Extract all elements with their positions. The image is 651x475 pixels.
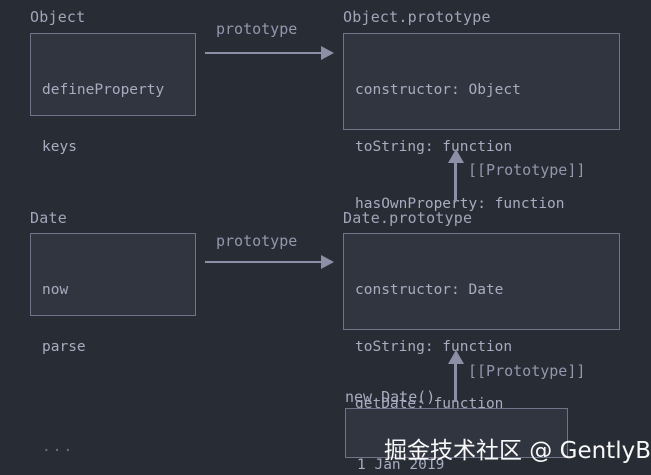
member-line: defineProperty <box>42 82 165 98</box>
date-constructor-label: Date <box>30 209 67 227</box>
watermark-text: 掘金技术社区 @ GentlyBeing <box>384 438 651 464</box>
date-constructor-members: now parse ... <box>42 243 191 475</box>
arrow-head <box>321 255 334 269</box>
ellipsis: ... <box>42 439 75 455</box>
spacer <box>42 195 191 200</box>
edge-label-object-prototype: prototype <box>216 20 298 38</box>
arrow-date-prototype-to-object-prototype <box>448 149 464 201</box>
object-prototype-box: constructor: Object toString: function h… <box>343 33 620 312</box>
member-line: 1 Jan 2019 <box>357 457 445 473</box>
object-constructor-box: defineProperty keys ... <box>30 33 196 255</box>
arrow-date-to-date-prototype <box>205 255 334 269</box>
arrow-date-instance-to-date-prototype <box>448 350 464 402</box>
edge-label-date-prototype-to-object-prototype: [[Prototype]] <box>468 161 586 179</box>
member-line: keys <box>42 139 77 155</box>
date-instance-members: 1 Jan 2019 <box>357 418 563 475</box>
member-line: constructor: Object <box>355 82 521 98</box>
arrow-head <box>448 149 464 163</box>
member-line: hasOwnProperty: function <box>355 196 565 212</box>
arrow-shaft <box>454 159 457 201</box>
date-instance-label: new Date() <box>345 388 436 406</box>
arrow-head <box>448 350 464 364</box>
member-line: constructor: Date <box>355 282 504 298</box>
member-line: toString: function <box>355 139 513 155</box>
spacer <box>42 395 191 400</box>
member-line: now <box>42 282 69 298</box>
arrow-shaft <box>205 52 322 54</box>
object-constructor-label: Object <box>30 8 86 26</box>
arrow-shaft <box>205 261 322 263</box>
arrow-object-to-object-prototype <box>205 46 334 60</box>
date-instance-box: 1 Jan 2019 <box>345 408 568 473</box>
date-prototype-box: constructor: Date toString: function get… <box>343 233 620 412</box>
edge-label-date-instance-to-date-prototype: [[Prototype]] <box>468 362 586 380</box>
date-constructor-box: now parse ... <box>30 233 196 455</box>
member-line: parse <box>42 339 86 355</box>
arrow-head <box>321 46 334 60</box>
date-prototype-label: Date.prototype <box>343 209 473 227</box>
arrow-shaft <box>454 360 457 402</box>
member-line: toString: function <box>355 339 513 355</box>
edge-label-date-prototype: prototype <box>216 232 298 250</box>
object-prototype-label: Object.prototype <box>343 8 491 26</box>
